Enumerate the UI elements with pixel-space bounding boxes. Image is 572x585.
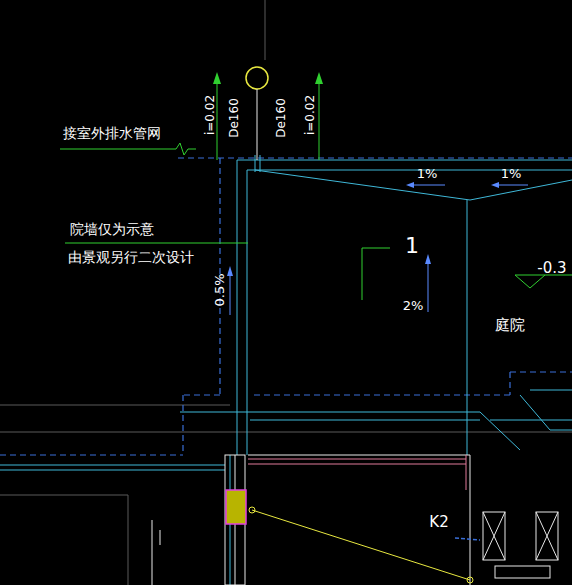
drawing-label: i=0.02 — [304, 95, 316, 135]
drawing-label: De160 — [228, 98, 240, 138]
drawing-label: 庭院 — [495, 318, 525, 333]
drawing-label: De160 — [275, 98, 287, 138]
drawing-label: -0.3 — [537, 261, 566, 276]
drawing-label: 1 — [405, 235, 419, 257]
drawing-label: 1% — [417, 167, 438, 180]
drawing-label: 由景观另行二次设计 — [68, 250, 194, 264]
drawing-label: i=0.02 — [204, 95, 216, 135]
drawing-label: 1% — [501, 167, 522, 180]
drawing-label: 0.5% — [213, 273, 226, 306]
drawing-label: 2% — [403, 299, 424, 312]
drawing-label: 院墙仅为示意 — [70, 222, 154, 236]
drawing-label: 接室外排水管网 — [63, 126, 161, 140]
drawing-label: K2 — [429, 515, 448, 530]
